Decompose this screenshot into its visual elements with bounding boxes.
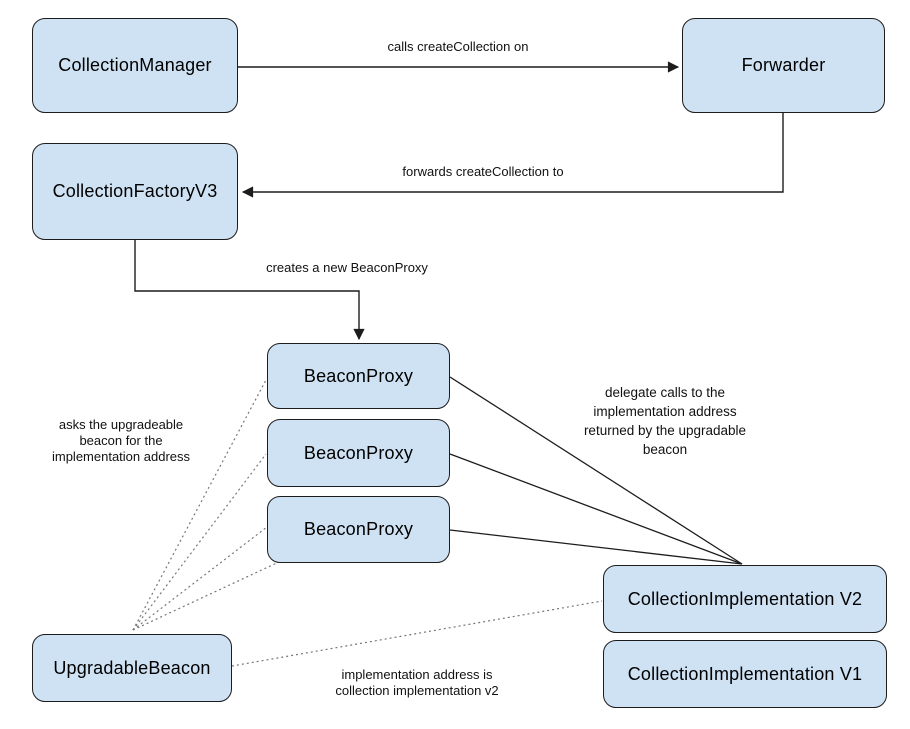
node-collection-manager-label: CollectionManager	[58, 55, 212, 75]
node-collection-implementation-v1: CollectionImplementation V1	[603, 640, 887, 708]
edge-label-delegate-calls: delegate calls to the implementation add…	[583, 385, 747, 457]
edge-forwards-create-collection	[241, 113, 784, 198]
node-forwarder: Forwarder	[682, 18, 885, 113]
edge-delegate-2	[449, 453, 743, 565]
node-upgradable-beacon: UpgradableBeacon	[32, 634, 232, 702]
node-beacon-proxy-3-label: BeaconProxy	[303, 519, 414, 539]
edge-asks-beacon-1	[132, 379, 267, 631]
edge-label-asks-beacon: asks the upgradeable beacon for the impl…	[51, 417, 191, 464]
edge-asks-beacon-2	[132, 453, 267, 631]
node-beacon-proxy-3: BeaconProxy	[267, 496, 450, 563]
node-collection-implementation-v2-label: CollectionImplementation V2	[627, 588, 863, 609]
node-beacon-proxy-2: BeaconProxy	[267, 419, 450, 487]
edge-label-calls-create-collection: calls createCollection on	[387, 39, 529, 54]
node-beacon-proxy-1: BeaconProxy	[267, 343, 450, 409]
edge-label-forwards-create-collection: forwards createCollection to	[402, 164, 564, 179]
edge-creates-beacon-proxy	[134, 240, 365, 341]
node-beacon-proxy-2-label: BeaconProxy	[303, 442, 414, 463]
edge-asks-beacon-4	[132, 560, 282, 631]
edge-impl-address-is	[231, 600, 603, 667]
edge-asks-beacon-3	[132, 526, 268, 631]
edge-label-impl-address-is: implementation address is collection imp…	[335, 667, 499, 698]
edge-label-creates-beacon-proxy: creates a new BeaconProxy	[266, 260, 428, 275]
node-collection-implementation-v2: CollectionImplementation V2	[603, 565, 887, 633]
edge-delegate-3	[449, 529, 743, 565]
edge-delegate-1	[449, 376, 743, 565]
node-collection-manager: CollectionManager	[32, 18, 238, 113]
node-collection-implementation-v1-label: CollectionImplementation V1	[627, 663, 863, 684]
node-forwarder-label: Forwarder	[741, 55, 826, 75]
node-upgradable-beacon-label: UpgradableBeacon	[53, 657, 211, 678]
node-beacon-proxy-1-label: BeaconProxy	[303, 365, 414, 386]
node-collection-factory-v3-label: CollectionFactoryV3	[52, 181, 218, 201]
node-collection-factory-v3: CollectionFactoryV3	[32, 143, 238, 240]
